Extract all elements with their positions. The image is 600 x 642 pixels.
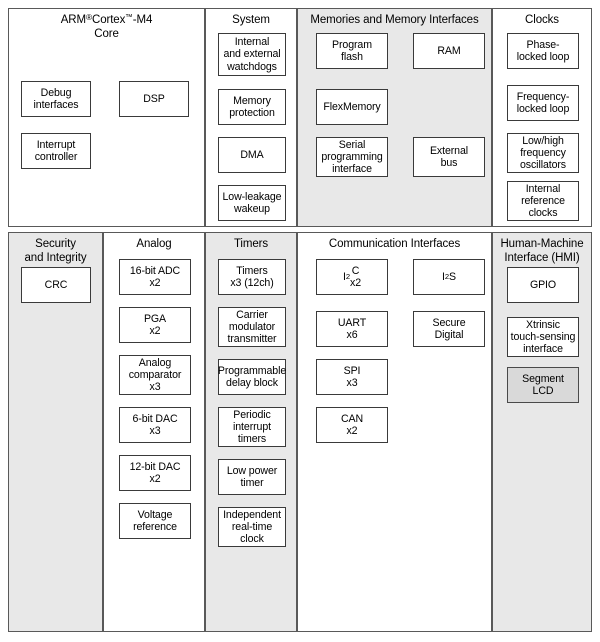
block-timers-x3-12ch: Timers x3 (12ch): [218, 259, 286, 295]
block-gpio: GPIO: [507, 267, 579, 303]
panel-title-security-and-integrity: Security and Integrity: [24, 238, 87, 264]
panel-title-memories-and-memory-interfaces: Memories and Memory Interfaces: [310, 14, 479, 26]
block-internal-reference-clocks: Internal reference clocks: [507, 181, 579, 221]
block-external-bus: External bus: [413, 137, 485, 177]
block-analog-comparator-x3: Analog comparator x3: [119, 355, 191, 395]
block-segment-lcd: Segment LCD: [507, 367, 579, 403]
block-program-flash: Program flash: [316, 33, 388, 69]
block-low-leakage-wakeup: Low-leakage wakeup: [218, 185, 286, 221]
panel-title-timers: Timers: [233, 238, 269, 250]
panel-title-core: ARM®Cortex™-M4 Core: [60, 12, 153, 40]
block-programmable-delay-block: Programmable delay block: [218, 359, 286, 395]
block-voltage-reference: Voltage reference: [119, 503, 191, 539]
block-12-bit-dac-x2: 12-bit DAC x2: [119, 455, 191, 491]
block-uart-x6: UART x6: [316, 311, 388, 347]
panel-title-human-machine-interface: Human-Machine Interface (HMI): [500, 238, 584, 264]
block-dsp: DSP: [119, 81, 189, 117]
panel-title-clocks: Clocks: [525, 14, 559, 26]
block-low-power-timer: Low power timer: [218, 459, 286, 495]
block-frequency-locked-loop: Frequency- locked loop: [507, 85, 579, 121]
panel-human-machine-interface: Human-Machine Interface (HMI) GPIO Xtrinsi…: [492, 232, 592, 632]
block-ram: RAM: [413, 33, 485, 69]
block-carrier-modulator-transmitter: Carrier modulator transmitter: [218, 307, 286, 347]
block-internal-and-external-watchdogs: Internal and external watchdogs: [218, 33, 286, 76]
block-independent-real-time-clock: Independent real-time clock: [218, 507, 286, 547]
panel-title-communication-interfaces: Communication Interfaces: [328, 238, 461, 250]
block-periodic-interrupt-timers: Periodic interrupt timers: [218, 407, 286, 447]
block-spi-x3: SPI x3: [316, 359, 388, 395]
block-flexmemory: FlexMemory: [316, 89, 388, 125]
block-16-bit-adc-x2: 16-bit ADC x2: [119, 259, 191, 295]
block-crc: CRC: [21, 267, 91, 303]
block-6-bit-dac-x3: 6-bit DAC x3: [119, 407, 191, 443]
block-low-high-frequency-oscillators: Low/high frequency oscillators: [507, 133, 579, 173]
block-secure-digital: Secure Digital: [413, 311, 485, 347]
panel-title-system: System: [232, 14, 270, 26]
block-dma: DMA: [218, 137, 286, 173]
panel-title-analog: Analog: [136, 238, 172, 250]
block-pga-x2: PGA x2: [119, 307, 191, 343]
block-debug-interfaces: Debug interfaces: [21, 81, 91, 117]
block-interrupt-controller: Interrupt controller: [21, 133, 91, 169]
block-xtrinsic-touch-sensing-interface: Xtrinsic touch-sensing interface: [507, 317, 579, 357]
panel-analog: Analog 16-bit ADC x2 PGA x2 Analog comparat…: [103, 232, 205, 632]
block-can-x2: CAN x2: [316, 407, 388, 443]
block-phase-locked-loop: Phase- locked loop: [507, 33, 579, 69]
block-memory-protection: Memory protection: [218, 89, 286, 125]
block-serial-programming-interface: Serial programming interface: [316, 137, 388, 177]
